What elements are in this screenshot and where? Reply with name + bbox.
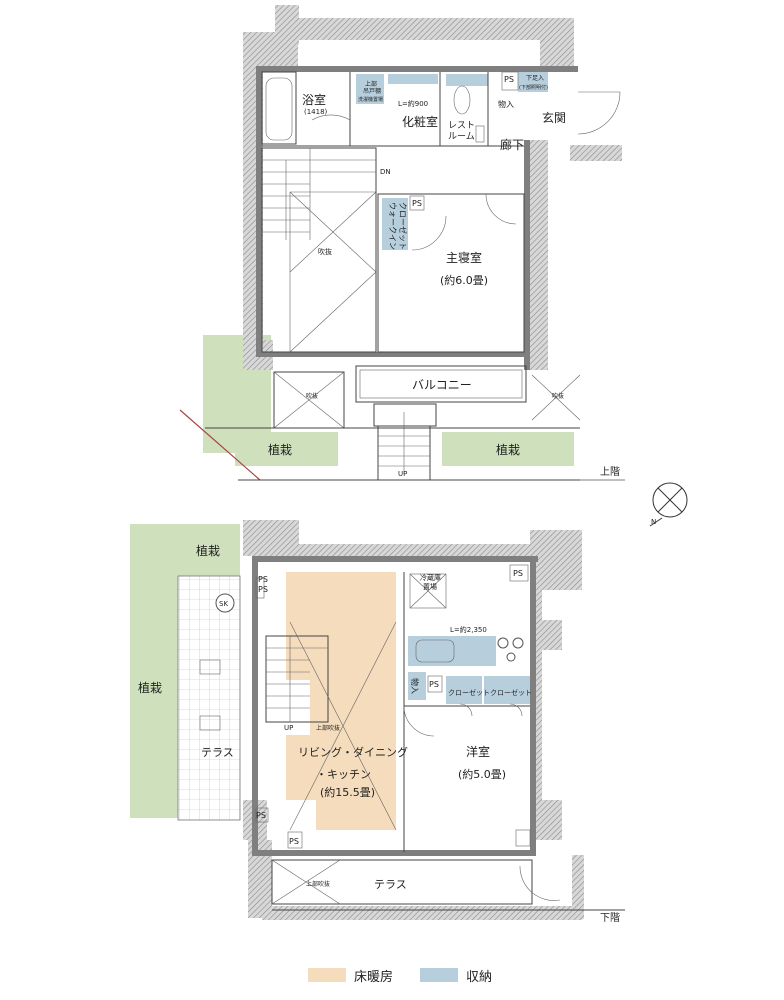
label-upper-storage: 物入 (498, 99, 514, 109)
label-terrace-left: テラス (201, 746, 234, 759)
label-upper-cabinet-b: 吊戸棚 (363, 87, 381, 95)
label-upper-void: 吹抜 (318, 247, 332, 256)
label-ps-6: PS (289, 837, 299, 846)
label-western-size: (約5.0畳) (458, 767, 506, 781)
label-lower-planting-top: 植栽 (196, 543, 220, 558)
legend-storage: 収納 (420, 966, 493, 985)
label-upper-planting-left: 植栽 (268, 442, 292, 457)
label-upper-cabinet-a: 上部 (365, 80, 377, 88)
label-ps-4: PS (429, 680, 439, 689)
label-ps-1: PS (258, 575, 268, 584)
label-ldk-b: ・キッチン (316, 768, 371, 781)
upper-planting-bottom-left (235, 432, 338, 466)
label-washer-space: 洗濯機置場 (358, 96, 383, 103)
label-lower-planting-side: 植栽 (138, 680, 162, 695)
label-restroom-a: レスト (448, 121, 475, 131)
legend-storage-swatch (420, 968, 458, 982)
label-fridge-b: 置場 (423, 582, 437, 591)
label-corridor: 廊下 (500, 137, 524, 152)
label-upper-ps: PS (504, 75, 514, 84)
label-walkin-b: クローゼット (398, 202, 408, 250)
label-ps-3: PS (513, 569, 523, 578)
label-lower-up: UP (284, 724, 293, 732)
label-balcony: バルコニー (412, 378, 472, 392)
label-sk: SK (219, 600, 228, 608)
label-lower-floor: 下階 (600, 912, 620, 924)
label-upper-void-lower-2: 上部吹抜 (306, 880, 330, 888)
label-ldk-size: (約15.5畳) (320, 785, 375, 799)
label-ps-2: PS (258, 585, 268, 594)
label-shoebox-b: (下部照明付) (519, 84, 548, 91)
compass-north-label: N (651, 518, 656, 526)
legend-heated-floor: 床暖房 (308, 966, 394, 985)
compass-icon: N (649, 482, 688, 527)
label-entrance: 玄関 (542, 110, 566, 125)
label-master-size: (約6.0畳) (440, 273, 488, 287)
label-closet-1: クローゼット (448, 688, 490, 697)
label-restroom-b: ルーム (448, 131, 475, 142)
label-upper-ps-2: PS (412, 199, 422, 208)
label-fridge-a: 冷蔵庫 (420, 573, 441, 582)
label-upper-planting-right: 植栽 (496, 442, 520, 457)
label-bath-size: (1418) (304, 108, 328, 116)
label-shoebox-a: 下足入 (526, 75, 544, 82)
label-washroom-length: L=約900 (398, 99, 428, 108)
legend-heated-label: 床暖房 (354, 969, 394, 985)
label-ldk-a: リビング・ダイニング (298, 745, 408, 759)
label-washroom: 化粧室 (402, 114, 438, 129)
label-upper-void-lower: 上部吹抜 (316, 724, 340, 732)
label-upper-floor: 上階 (600, 466, 620, 478)
legend-storage-label: 収納 (466, 969, 493, 985)
label-western-room: 洋室 (466, 744, 490, 759)
label-terrace-bottom: テラス (374, 878, 407, 891)
lower-floor (130, 520, 625, 920)
label-ps-5: PS (256, 811, 266, 820)
label-dn: DN (380, 168, 391, 176)
label-upper-up: UP (398, 470, 407, 478)
label-kitchen-length: L=約2,350 (450, 625, 487, 634)
label-closet-2: クローゼット (490, 688, 532, 697)
label-walkin-a: ウォークイン (388, 202, 397, 250)
upper-floor (179, 5, 622, 481)
label-bath: 浴室 (302, 92, 326, 107)
label-upper-void-2: 吹抜 (306, 392, 318, 400)
upper-planting-bottom-right (442, 432, 574, 466)
label-lower-storage: 物入 (410, 678, 420, 694)
label-master-bedroom: 主寝室 (446, 250, 482, 265)
label-upper-void-3: 吹抜 (552, 392, 564, 400)
legend-heated-swatch (308, 968, 346, 982)
